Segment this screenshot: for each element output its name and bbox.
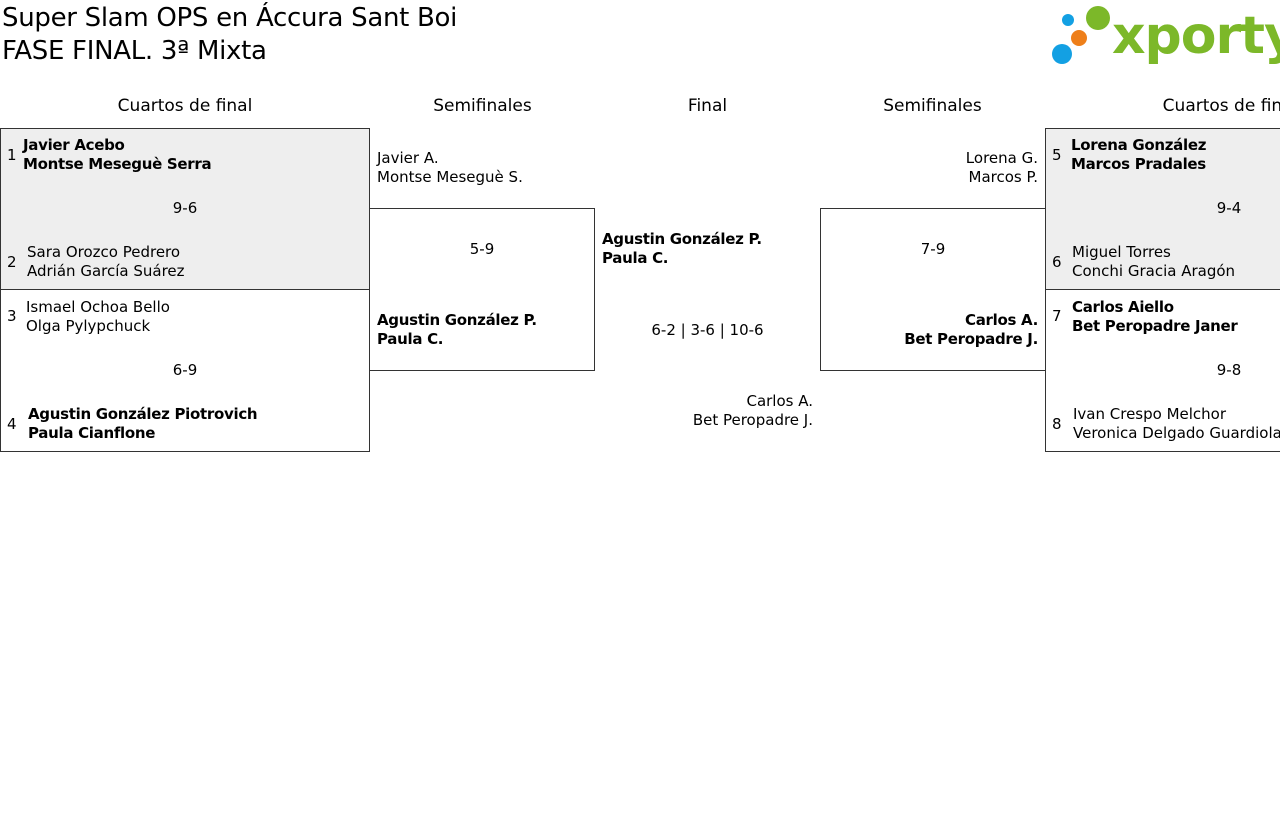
sf-right-team-winner: Carlos A. Bet Peropadre J. <box>820 311 1038 349</box>
match-score: 9-6 <box>172 199 198 217</box>
team-loser: Ivan Crespo Melchor Veronica Delgado Gua… <box>1073 405 1280 443</box>
team-loser: Miguel Torres Conchi Gracia Aragón <box>1072 243 1235 281</box>
sf-right-team-top: Lorena G. Marcos P. <box>820 149 1038 187</box>
team-loser: Sara Orozco Pedrero Adrián García Suárez <box>27 243 185 281</box>
logo-green-dot <box>1086 6 1110 30</box>
match-score: 5-9 <box>469 240 495 258</box>
player-name: Javier Acebo <box>23 136 125 154</box>
logo-blue-dot <box>1052 44 1072 64</box>
seed-number: 5 <box>1052 146 1062 164</box>
match-score: 9-8 <box>1216 361 1242 379</box>
tournament-title: Super Slam OPS en Áccura Sant Boi <box>2 3 458 33</box>
player-name: Agustin González P. <box>602 230 762 248</box>
team-winner: Javier Acebo Montse Meseguè Serra <box>23 136 212 174</box>
player-name: Marcos Pradales <box>1071 155 1206 173</box>
player-name: Lorena González <box>1071 136 1207 154</box>
match-box-qf-4 <box>1045 289 1280 452</box>
sf-left-team-top: Javier A. Montse Meseguè S. <box>377 149 523 187</box>
seed-number: 2 <box>7 253 17 271</box>
player-name: Agustin González P. <box>377 311 537 329</box>
column-header-qf-left: Cuartos de final <box>117 96 253 116</box>
final-team-winner: Agustin González P. Paula C. <box>602 230 762 268</box>
final-team-runner-up: Carlos A. Bet Peropadre J. <box>595 392 813 430</box>
column-header-qf-right: Cuartos de final <box>1162 96 1280 116</box>
sf-left-team-winner: Agustin González P. Paula C. <box>377 311 537 349</box>
player-name: Paula Cianflone <box>28 424 156 442</box>
logo-wordmark: xporty <box>1112 6 1280 66</box>
logo-blue-small-dot <box>1062 14 1074 26</box>
match-box-qf-3 <box>1045 128 1280 290</box>
team-loser: Ismael Ochoa Bello Olga Pylypchuck <box>26 298 170 336</box>
player-name: Adrián García Suárez <box>27 262 185 280</box>
seed-number: 4 <box>7 415 17 433</box>
match-box-sf-left <box>369 208 595 371</box>
column-header-sf-right: Semifinales <box>883 96 982 116</box>
seed-number: 3 <box>7 307 17 325</box>
team-winner: Agustin González Piotrovich Paula Cianfl… <box>28 405 258 443</box>
player-name: Marcos P. <box>968 168 1038 186</box>
seed-number: 7 <box>1052 307 1062 325</box>
match-box-qf-1 <box>0 128 370 290</box>
player-name: Ismael Ochoa Bello <box>26 298 170 316</box>
player-name: Montse Meseguè S. <box>377 168 523 186</box>
player-name: Bet Peropadre J. <box>904 330 1038 348</box>
player-name: Miguel Torres <box>1072 243 1171 261</box>
seed-number: 6 <box>1052 253 1062 271</box>
match-score: 6-9 <box>172 361 198 379</box>
match-score: 7-9 <box>920 240 946 258</box>
player-name: Paula C. <box>377 330 444 348</box>
seed-number: 8 <box>1052 415 1062 433</box>
final-score: 6-2 | 3-6 | 10-6 <box>651 321 764 339</box>
player-name: Bet Peropadre J. <box>692 411 813 429</box>
column-header-sf-left: Semifinales <box>433 96 532 116</box>
player-name: Montse Meseguè Serra <box>23 155 212 173</box>
player-name: Conchi Gracia Aragón <box>1072 262 1236 280</box>
tournament-subtitle: FASE FINAL. 3ª Mixta <box>2 36 267 66</box>
xporty-logo: xporty <box>1050 2 1280 68</box>
logo-orange-dot <box>1071 30 1087 46</box>
player-name: Carlos A. <box>746 392 813 410</box>
player-name: Bet Peropadre Janer <box>1072 317 1238 335</box>
player-name: Paula C. <box>602 249 669 267</box>
player-name: Carlos A. <box>964 311 1038 329</box>
player-name: Veronica Delgado Guardiola <box>1073 424 1280 442</box>
match-score: 9-4 <box>1216 199 1242 217</box>
player-name: Javier A. <box>377 149 439 167</box>
player-name: Sara Orozco Pedrero <box>27 243 181 261</box>
seed-number: 1 <box>7 146 17 164</box>
team-winner: Carlos Aiello Bet Peropadre Janer <box>1072 298 1238 336</box>
player-name: Lorena G. <box>965 149 1038 167</box>
team-winner: Lorena González Marcos Pradales <box>1071 136 1206 174</box>
player-name: Ivan Crespo Melchor <box>1073 405 1227 423</box>
column-header-final: Final <box>687 96 728 116</box>
player-name: Olga Pylypchuck <box>26 317 151 335</box>
player-name: Carlos Aiello <box>1072 298 1174 316</box>
player-name: Agustin González Piotrovich <box>28 405 258 423</box>
